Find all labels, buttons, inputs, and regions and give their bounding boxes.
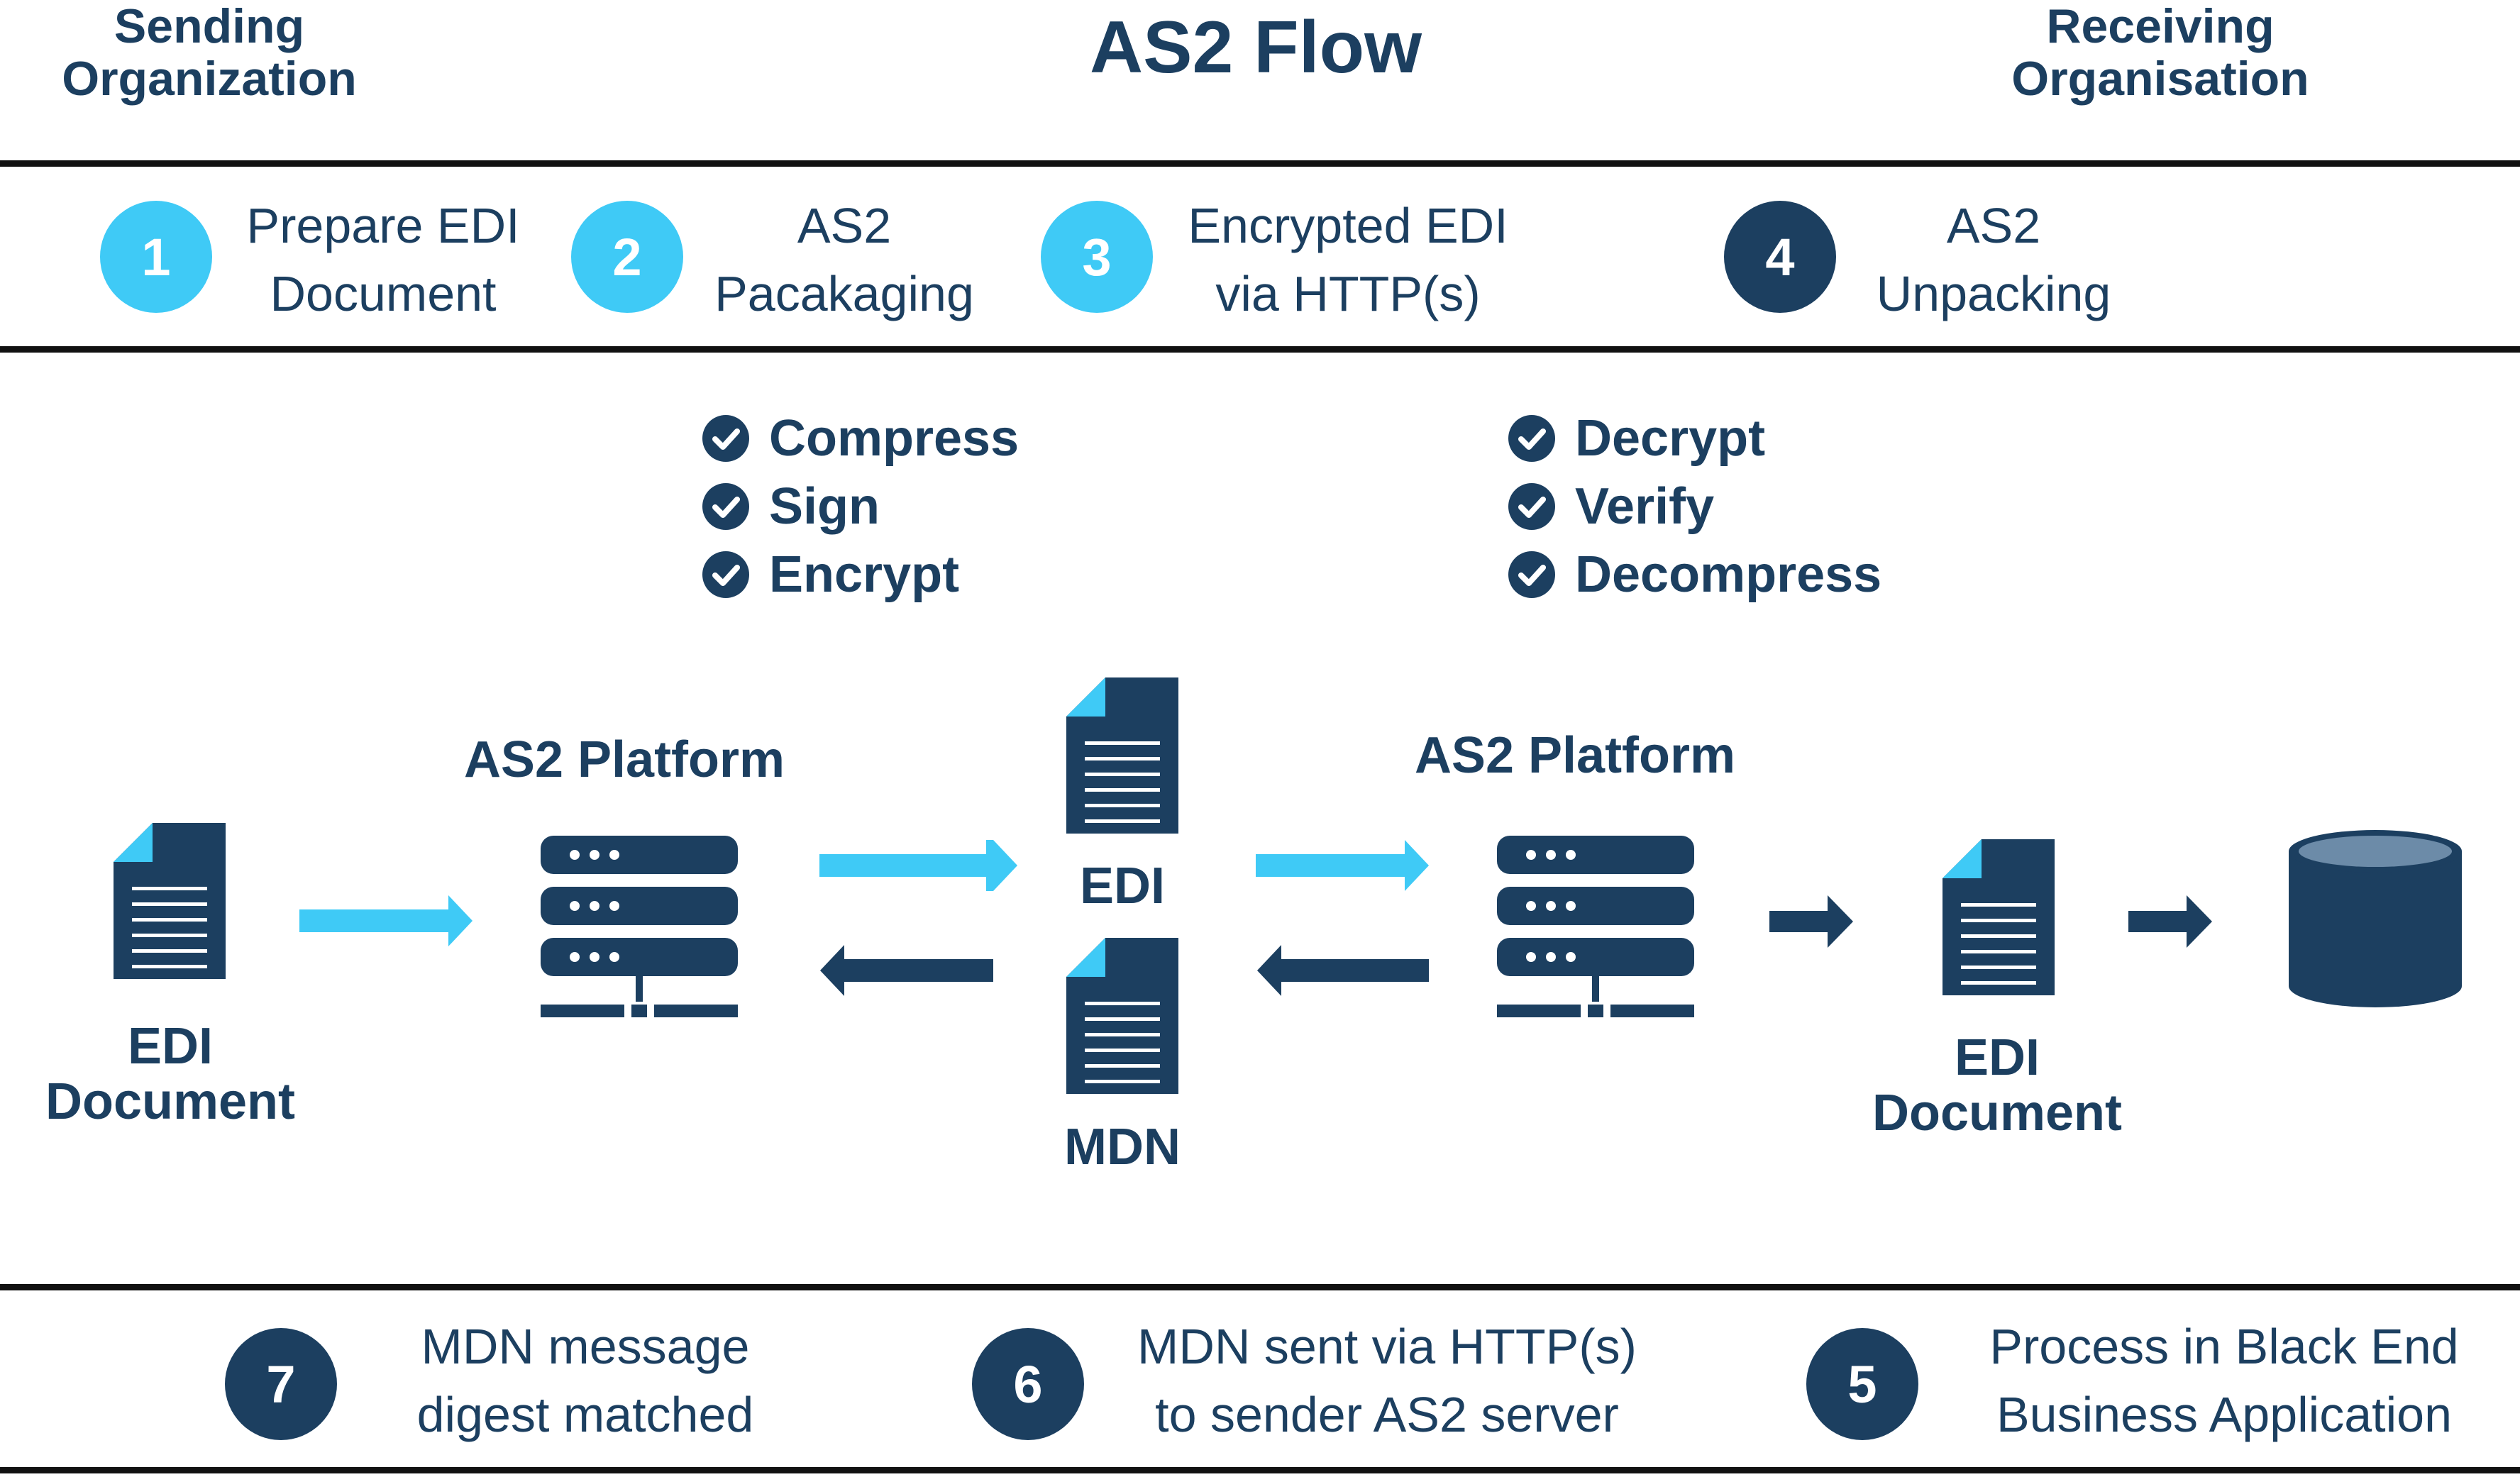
step-3-line-1: Encrypted EDI: [1188, 198, 1508, 253]
step-4-line-2: Unpacking: [1876, 266, 2111, 321]
step-2-line-1: AS2: [797, 198, 892, 253]
receiving-organisation-line-2: Organisation: [2011, 52, 2309, 106]
check-item-verify: Verify: [1508, 472, 1881, 541]
arrow-platform-to-doc-right: [1769, 895, 1853, 948]
arrow-edi-send: [819, 840, 1017, 891]
check-label-sign: Sign: [769, 478, 880, 535]
page-title: AS2 Flow: [1089, 6, 1422, 89]
check-label-verify: Verify: [1575, 478, 1715, 535]
step-2-label: AS2 Pacakaging: [695, 192, 993, 328]
divider-lower-middle: [0, 1284, 2520, 1290]
sending-organization-line-1: Sending: [114, 0, 305, 53]
edi-message-icon: [1066, 677, 1178, 834]
edi-document-left-icon: [114, 823, 226, 979]
step-1-badge: 1: [100, 201, 212, 313]
check-item-compress: Compress: [702, 404, 1019, 472]
step-7-badge: 7: [225, 1328, 337, 1440]
step-7-label: MDN message digest matched: [383, 1312, 788, 1449]
check-circle-icon: [702, 551, 749, 598]
receiving-organisation-line-1: Receiving: [2046, 0, 2275, 53]
step-1-label: Prepare EDI Document: [227, 192, 539, 328]
check-circle-icon: [1508, 483, 1555, 530]
edi-document-left-line-1: EDI: [127, 1018, 214, 1075]
check-item-decrypt: Decrypt: [1508, 404, 1881, 472]
arrow-edi-receive: [1256, 840, 1429, 891]
step-6-line-2: to sender AS2 server: [1155, 1387, 1619, 1442]
step-1-line-1: Prepare EDI: [246, 198, 520, 253]
as2-platform-right-label: AS2 Platform: [1414, 727, 1736, 784]
arrow-mdn-return-left: [820, 945, 993, 996]
divider-upper-middle: [0, 346, 2520, 353]
check-label-decrypt: Decrypt: [1575, 410, 1766, 467]
edi-document-left-line-2: Document: [45, 1073, 296, 1130]
step-7-line-2: digest matched: [416, 1387, 754, 1442]
divider-top: [0, 160, 2520, 167]
check-circle-icon: [1508, 415, 1555, 462]
step-4-badge: 4: [1724, 201, 1836, 313]
edi-document-right-icon: [1942, 839, 2055, 995]
step-6-line-1: MDN sent via HTTP(s): [1137, 1319, 1637, 1374]
as2-platform-right-server-icon: [1497, 836, 1694, 1017]
receiving-organisation-header: Receiving Organisation: [1951, 0, 2370, 105]
check-circle-icon: [1508, 551, 1555, 598]
divider-bottom: [0, 1467, 2520, 1473]
check-item-sign: Sign: [702, 472, 1019, 541]
edi-message-label: EDI: [1079, 858, 1166, 914]
step-2-badge: 2: [571, 201, 683, 313]
step-5-badge: 5: [1806, 1328, 1918, 1440]
step-4-label: AS2 Unpacking: [1845, 192, 2143, 328]
edi-document-right-label: EDI Document: [1838, 1030, 2157, 1141]
as2-platform-left-server-icon: [541, 836, 738, 1017]
sending-organization-header: Sending Organization: [28, 0, 390, 105]
step-3-label: Encrypted EDI via HTTP(s): [1164, 192, 1532, 328]
check-circle-icon: [702, 415, 749, 462]
check-label-encrypt: Encrypt: [769, 546, 960, 603]
mdn-message-label: MDN: [1064, 1119, 1181, 1175]
step-7-line-1: MDN message: [421, 1319, 750, 1374]
step-2-line-2: Pacakaging: [714, 266, 974, 321]
packaging-checklist: Compress Sign Encrypt: [702, 404, 1019, 609]
step-3-line-2: via HTTP(s): [1215, 266, 1481, 321]
step-5-label: Process in Black End Business Applicatio…: [1958, 1312, 2490, 1449]
mdn-message-icon: [1066, 938, 1178, 1094]
step-4-line-1: AS2: [1946, 198, 2041, 253]
step-1-line-2: Document: [270, 266, 497, 321]
edi-document-left-label: EDI Document: [14, 1019, 326, 1129]
check-label-compress: Compress: [769, 410, 1019, 467]
sending-organization-line-2: Organization: [62, 52, 357, 106]
check-item-decompress: Decompress: [1508, 541, 1881, 609]
step-5-line-2: Business Application: [1996, 1387, 2453, 1442]
arrow-doc-to-database: [2128, 895, 2212, 948]
arrow-mdn-send-right: [1257, 945, 1429, 996]
step-6-label: MDN sent via HTTP(s) to sender AS2 serve…: [1107, 1312, 1667, 1449]
arrow-doc-to-platform-left: [299, 895, 472, 946]
database-icon: [2289, 830, 2462, 1007]
unpacking-checklist: Decrypt Verify Decompress: [1508, 404, 1881, 609]
step-5-line-1: Process in Black End: [1989, 1319, 2459, 1374]
edi-document-right-line-1: EDI: [1954, 1029, 2040, 1086]
step-3-badge: 3: [1041, 201, 1153, 313]
check-label-decompress: Decompress: [1575, 546, 1882, 603]
as2-platform-left-label: AS2 Platform: [463, 731, 785, 788]
check-item-encrypt: Encrypt: [702, 541, 1019, 609]
check-circle-icon: [702, 483, 749, 530]
step-6-badge: 6: [972, 1328, 1084, 1440]
edi-document-right-line-2: Document: [1872, 1085, 2123, 1141]
